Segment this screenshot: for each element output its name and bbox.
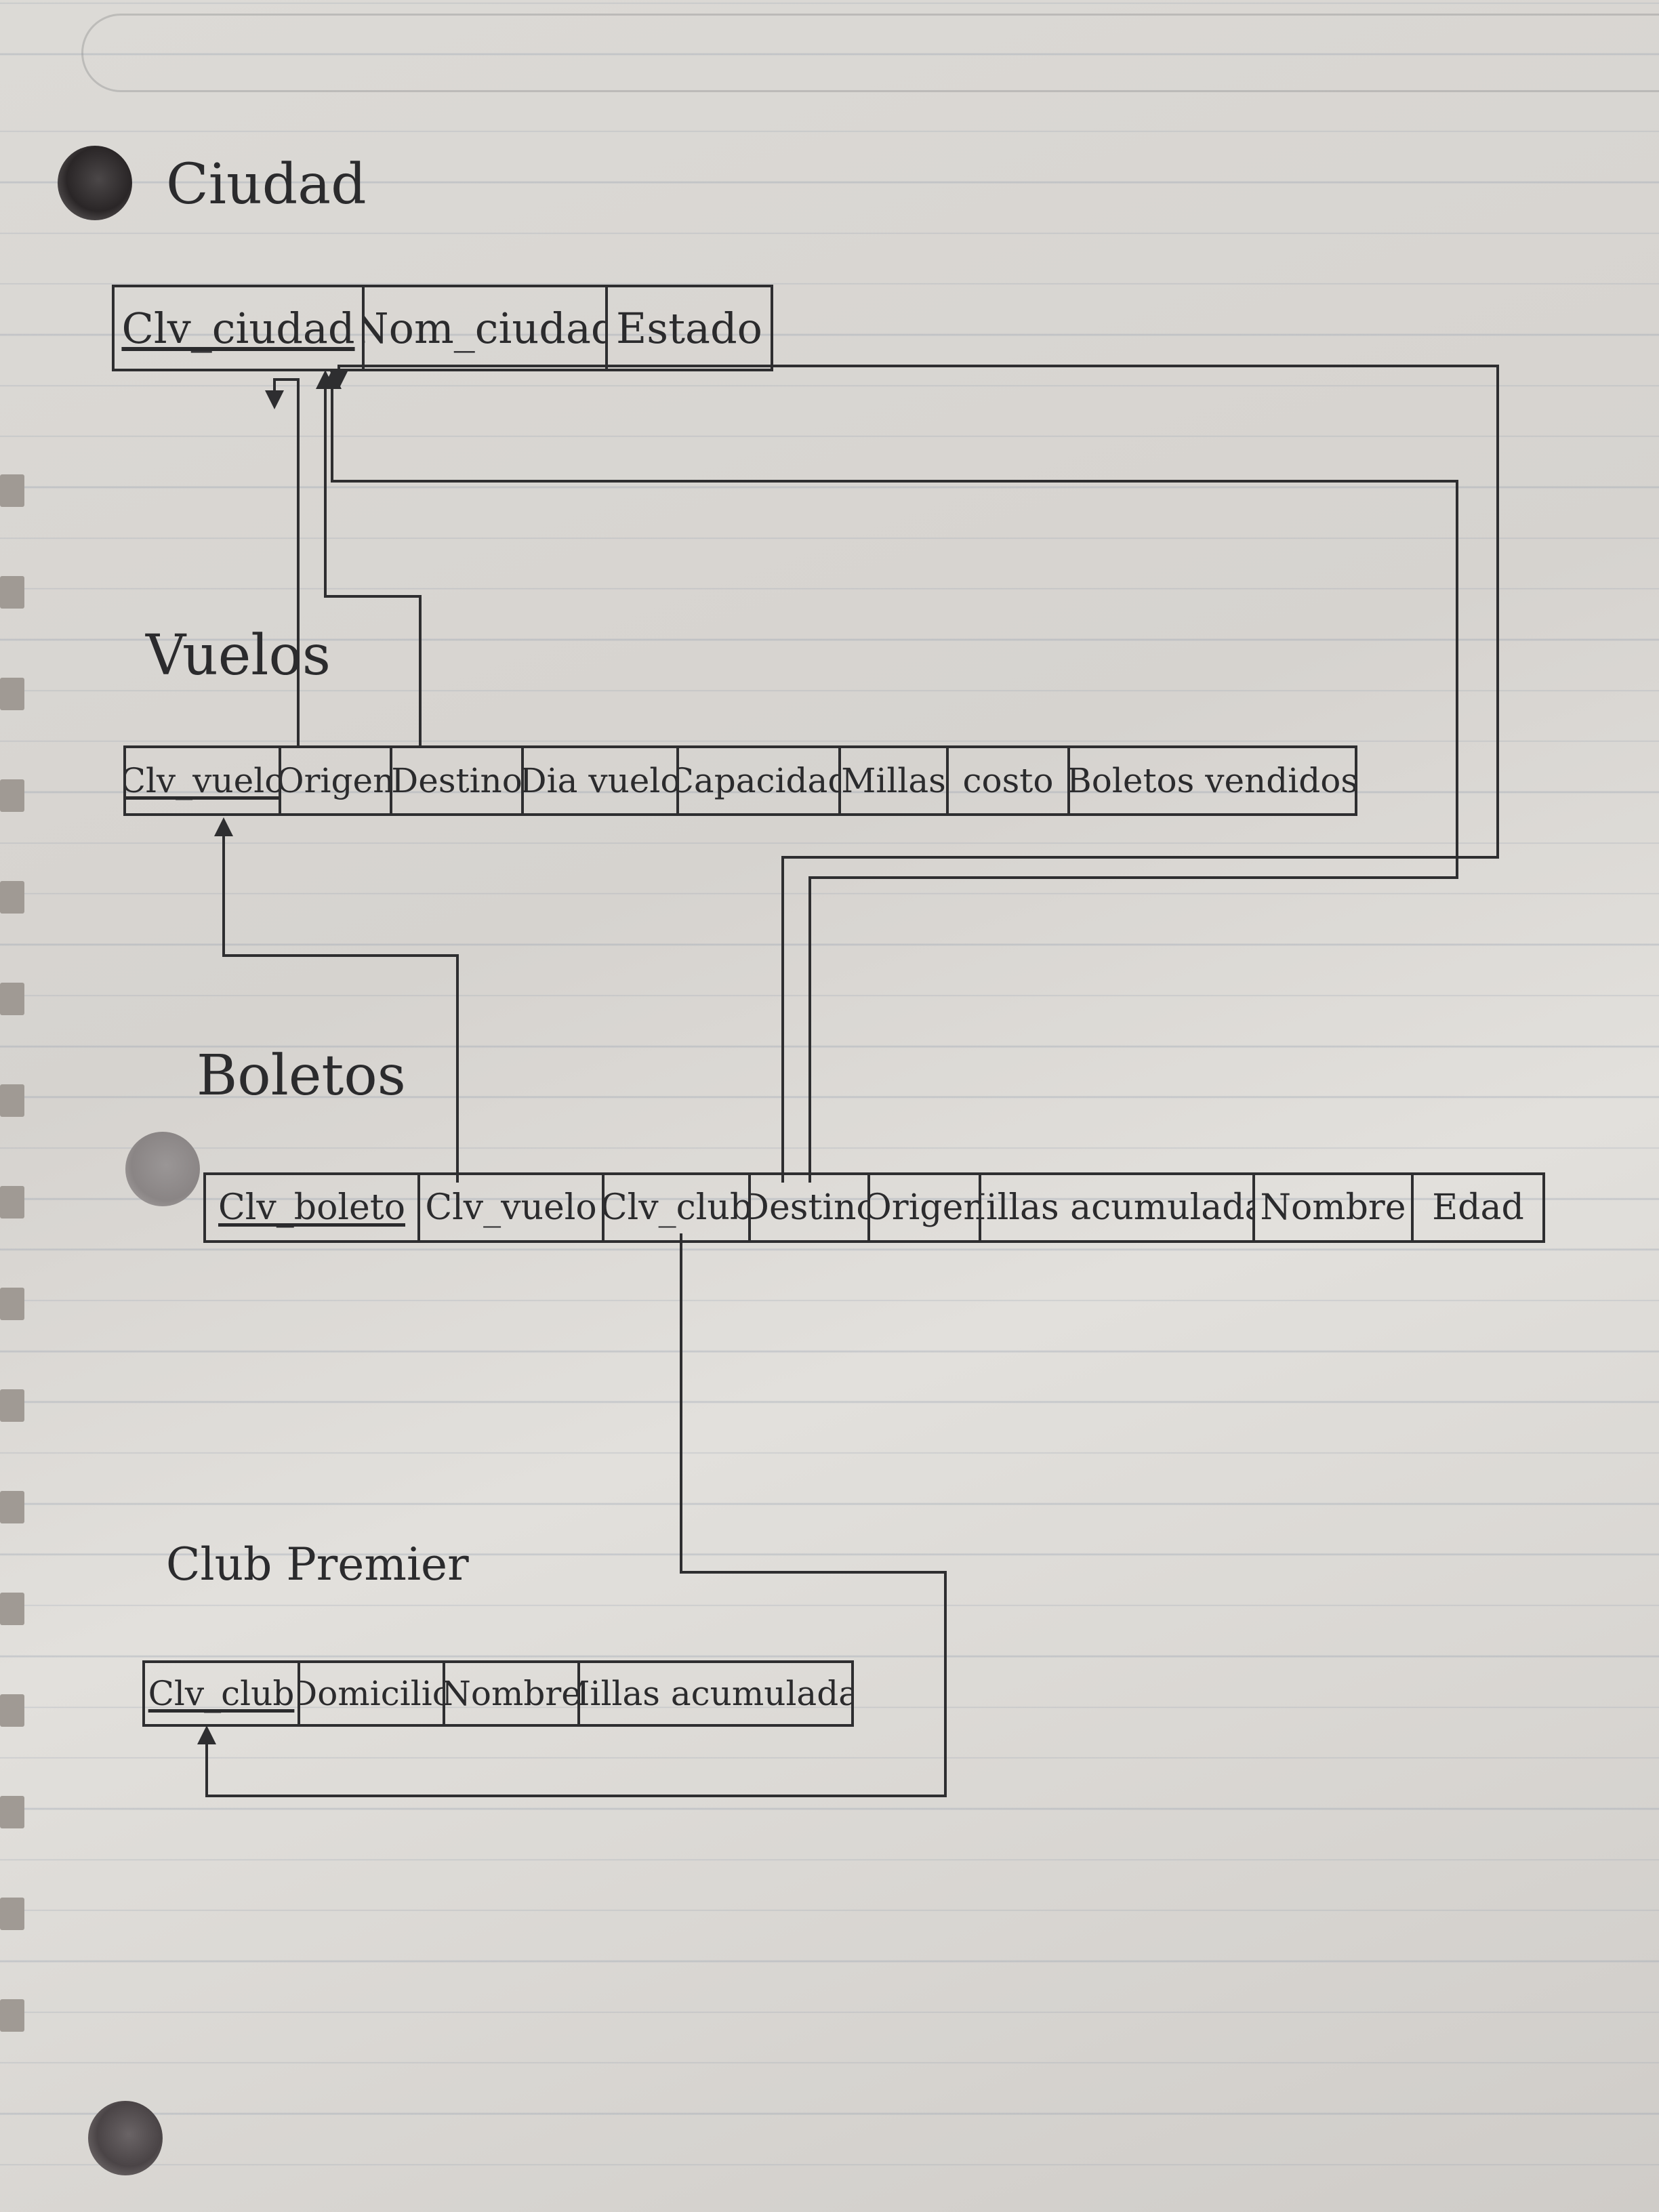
col-club-clv-club: Clv_club [145, 1663, 300, 1724]
fk-line-boletos-origen [323, 370, 1458, 1183]
binder-hole-bottom [88, 2101, 163, 2175]
col-vuelos-destino: Destino [392, 748, 524, 813]
col-vuelos-dia-vuelo: Dia vuelo [524, 748, 679, 813]
col-club-millas-acumuladas: Millas acumuladas [580, 1674, 851, 1713]
fk-line-boletos-club [197, 1233, 947, 1797]
table-title-boletos: Boletos [197, 1044, 406, 1108]
page-top-band [81, 14, 1659, 92]
table-title-vuelos: Vuelos [146, 623, 331, 688]
col-vuelos-capacidad: Capacidad [679, 748, 841, 813]
col-ciudad-nom-ciudad: Nom_ciudad [365, 287, 608, 369]
col-boletos-millas-acumuladas: Millas acumuladas [981, 1175, 1255, 1240]
col-club-nombre: Nombre [445, 1663, 580, 1724]
binder-hole-top [58, 146, 132, 220]
table-ciudad: Clv_ciudad Nom_ciudad Estado [112, 285, 773, 371]
table-vuelos: Clv_vuelo Origen Destino Dia vuelo Capac… [123, 745, 1357, 816]
col-club-domicilio: Domicilio [300, 1663, 445, 1724]
col-vuelos-costo: costo [949, 748, 1070, 813]
col-boletos-clv-vuelo: Clv_vuelo [420, 1175, 605, 1240]
col-boletos-origen: Origen [870, 1175, 981, 1240]
fk-line-boletos-vuelo [214, 817, 459, 1183]
table-title-club-premier: Club Premier [166, 1538, 469, 1591]
col-boletos-nombre: Nombre [1255, 1175, 1414, 1240]
col-boletos-clv-boleto: Clv_boleto [206, 1175, 420, 1240]
fk-line-boletos-destino [329, 365, 1499, 1183]
spiral-binding [0, 474, 27, 2169]
col-ciudad-clv-ciudad: Clv_ciudad [115, 287, 365, 369]
fk-line-vuelos-destino [316, 370, 422, 745]
col-boletos-clv-club: Clv_club [605, 1175, 751, 1240]
fk-line-vuelos-origen [265, 378, 300, 745]
col-boletos-edad: Edad [1432, 1187, 1524, 1228]
table-title-ciudad: Ciudad [166, 152, 367, 217]
col-ciudad-estado: Estado [616, 303, 762, 353]
table-boletos: Clv_boleto Clv_vuelo Clv_club Destino Or… [203, 1172, 1545, 1243]
col-vuelos-origen: Origen [281, 748, 392, 813]
binder-hole-middle [125, 1132, 200, 1206]
col-vuelos-boletos-vendidos: Boletos vendidos [1070, 761, 1355, 800]
col-boletos-destino: Destino [751, 1175, 870, 1240]
col-vuelos-clv-vuelo: Clv_vuelo [126, 748, 281, 813]
col-vuelos-millas: Millas [841, 748, 949, 813]
table-club-premier: Clv_club Domicilio Nombre Millas acumula… [142, 1660, 854, 1727]
